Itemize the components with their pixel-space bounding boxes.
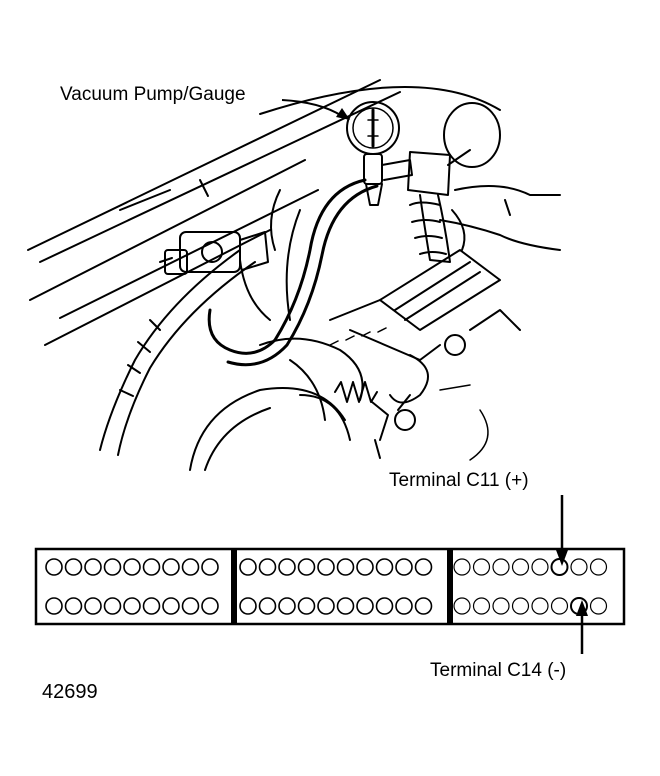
connector-pin: [142, 558, 161, 576]
connector-pin: [395, 597, 413, 615]
connector-pin: [570, 558, 588, 576]
connector-pin: [356, 597, 374, 615]
valve-body: [159, 231, 269, 275]
connector-pin: [336, 558, 355, 576]
connector-pin: [414, 558, 433, 576]
throttle-body: [259, 249, 521, 421]
connector-pin: [375, 558, 394, 576]
figure-number: 42699: [42, 681, 98, 703]
connector-divider-2: [447, 549, 453, 624]
terminal-c14-arrow: [576, 600, 588, 654]
connector-pin: [201, 558, 219, 576]
connector-pin: [472, 558, 491, 576]
connector-pin: [492, 558, 510, 576]
connector-pin: [375, 597, 394, 615]
vacuum-hose: [207, 178, 379, 367]
throttle-spring: [334, 381, 416, 459]
terminal-c11-arrow: [556, 495, 568, 566]
connector-pin: [201, 597, 219, 615]
connector-pin: [317, 597, 335, 615]
vacuum-pump-gauge-label: Vacuum Pump/Gauge: [60, 84, 246, 105]
connector-pin: [589, 558, 608, 576]
connector-pin: [162, 558, 180, 576]
connector-pin: [453, 597, 471, 615]
connector-pin: [84, 558, 102, 576]
connector-divider-1: [231, 549, 237, 624]
connector-pin: [258, 558, 277, 576]
connector-pin: [297, 597, 316, 615]
connector-pin: [550, 597, 569, 615]
connector-pin: [531, 558, 549, 576]
connector-pin: [297, 558, 316, 576]
connector-pin: [317, 558, 335, 576]
connector-pins: [45, 558, 608, 615]
connector-pin: [414, 597, 433, 615]
air-cleaner: [189, 387, 351, 471]
terminal-c14-label: Terminal C14 (-): [430, 660, 567, 681]
connector-pin: [239, 597, 257, 615]
ecu-connector: [34, 547, 626, 626]
connector-pin: [123, 558, 141, 576]
wiring-harness: [99, 189, 301, 456]
terminal-c11-label: Terminal C11 (+): [389, 470, 529, 491]
connector-pin: [181, 558, 200, 576]
connector-pin: [589, 597, 608, 615]
connector-pin: [142, 597, 161, 615]
vacuum-gauge-leader-arrow: [281, 99, 350, 120]
connector-pin: [511, 558, 530, 576]
connector-pin: [258, 597, 277, 615]
connector-pin: [123, 597, 141, 615]
connector-pin: [162, 597, 180, 615]
connector-pin: [511, 597, 530, 615]
connector-pin: [492, 597, 510, 615]
connector-pin: [45, 558, 63, 576]
connector-pin: [336, 597, 355, 615]
connector-pin: [278, 558, 296, 576]
connector-pin: [45, 597, 63, 615]
connector-frame: [34, 547, 626, 626]
vacuum-pump-gauge: [346, 101, 501, 263]
connector-pin: [181, 597, 200, 615]
connector-pin: [278, 597, 296, 615]
connector-pin: [531, 597, 549, 615]
connector-pin: [472, 597, 491, 615]
engine-details: [329, 327, 489, 461]
connector-pin: [84, 597, 102, 615]
connector-pin: [103, 558, 122, 576]
connector-pin: [103, 597, 122, 615]
connector-pin: [239, 558, 257, 576]
hand: [409, 185, 561, 255]
connector-pin: [395, 558, 413, 576]
connector-pin-c11: [550, 558, 569, 576]
engine-bay-illustration: [27, 79, 561, 471]
connector-pin: [64, 597, 83, 615]
connector-pin: [453, 558, 471, 576]
connector-pin: [356, 558, 374, 576]
connector-pin: [64, 558, 83, 576]
